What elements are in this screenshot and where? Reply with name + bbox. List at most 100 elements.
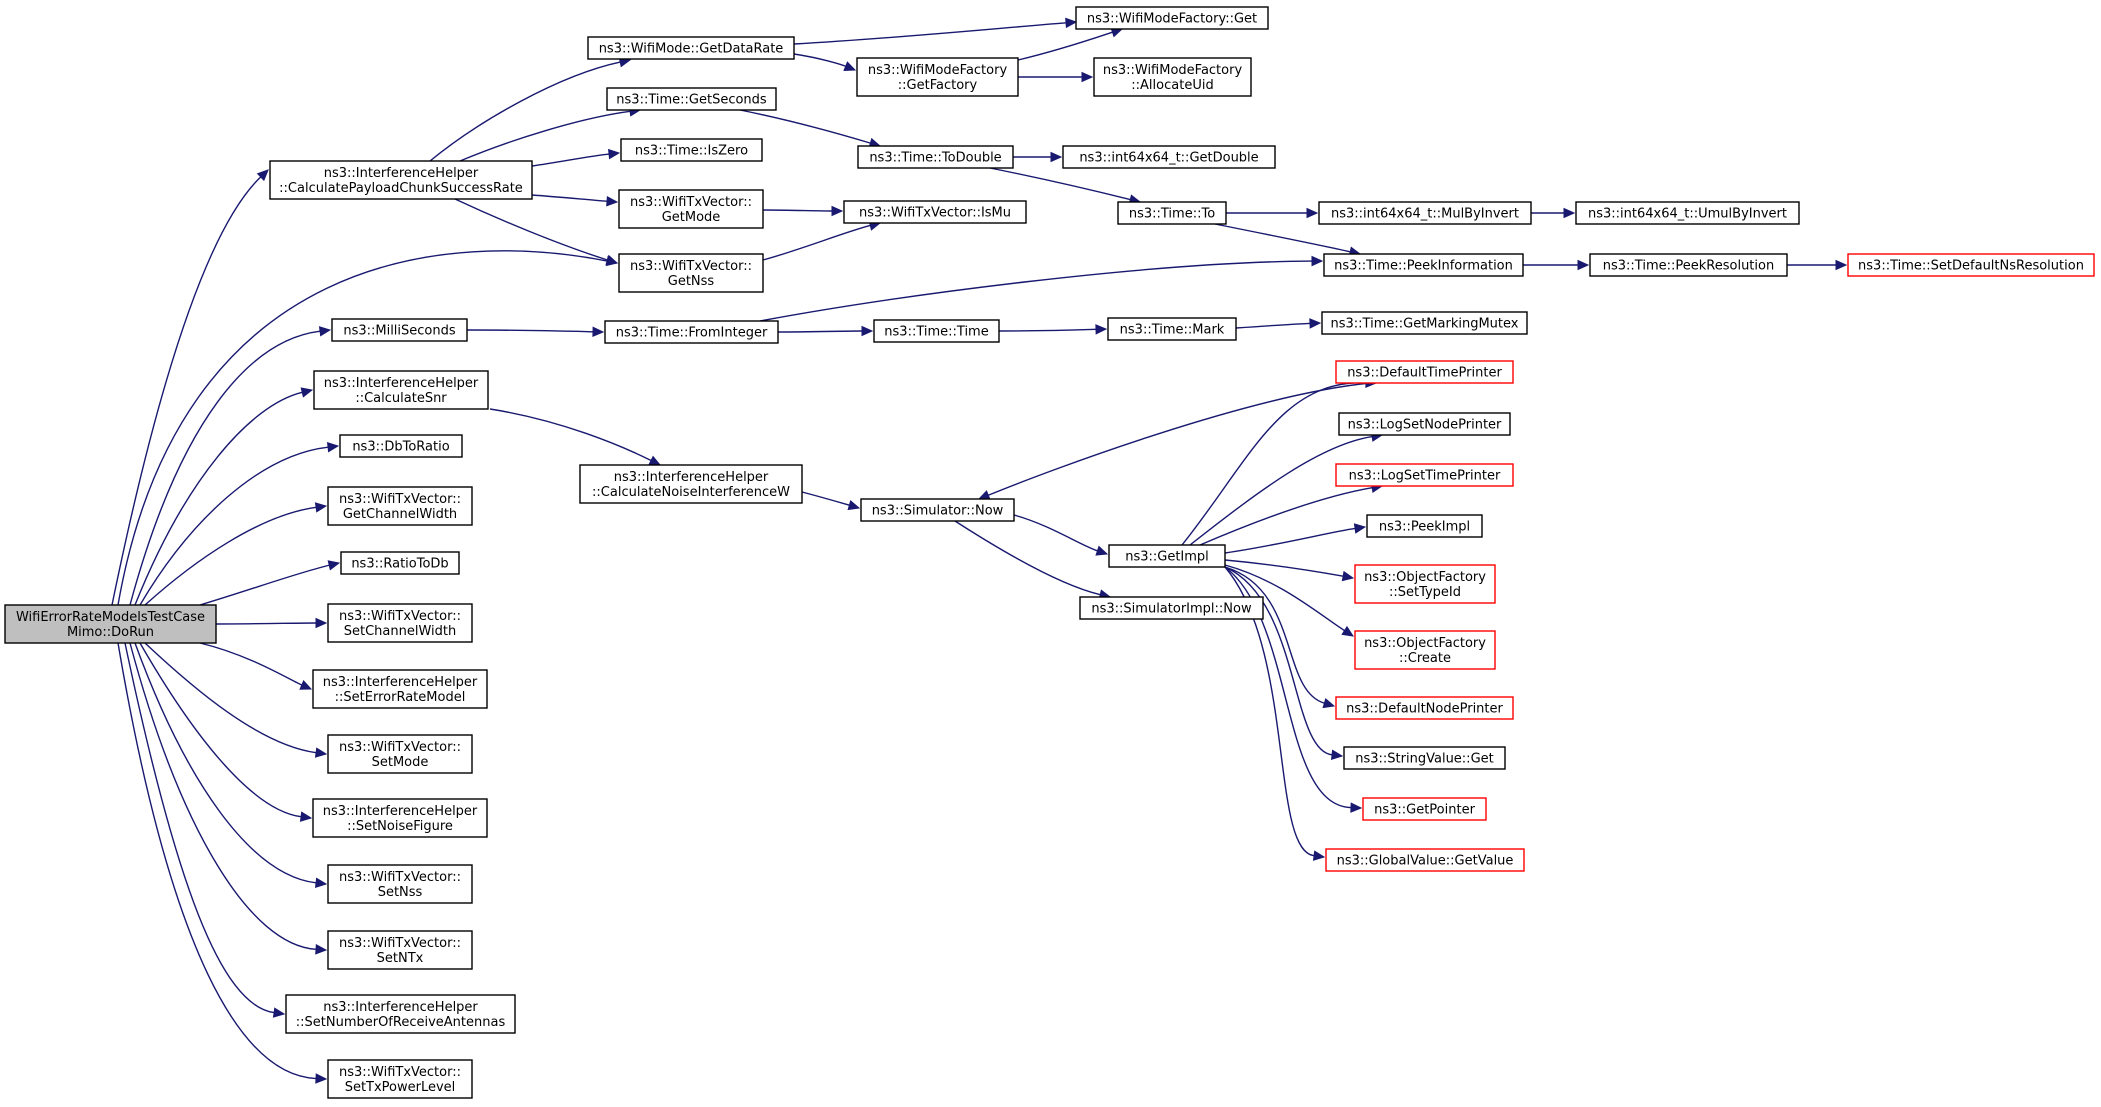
node-label: ns3::Time::IsZero: [635, 144, 748, 159]
node-fromInteger[interactable]: ns3::Time::FromInteger: [604, 320, 779, 344]
node-dbToRatio[interactable]: ns3::DbToRatio: [339, 434, 463, 458]
node-label: ::SetTypeId: [1389, 585, 1461, 600]
edge-calcPayload-to-getDataRate: [429, 61, 621, 162]
node-box: [1325, 848, 1525, 872]
node-setChWidth[interactable]: ns3::WifiTxVector::SetChannelWidth: [327, 603, 473, 643]
node-setMode[interactable]: ns3::WifiTxVector::SetMode: [327, 734, 473, 774]
node-ofCreate[interactable]: ns3::ObjectFactory::Create: [1354, 630, 1496, 670]
node-getDataRate[interactable]: ns3::WifiMode::GetDataRate: [587, 36, 795, 60]
node-box: [327, 1059, 473, 1099]
edge-root-to-setNumAnt: [124, 642, 275, 1014]
edge-root-to-dbToRatio: [139, 446, 329, 606]
node-label: ::AllocateUid: [1131, 78, 1213, 93]
node-box: [327, 734, 473, 774]
node-getPointer[interactable]: ns3::GetPointer: [1362, 797, 1487, 821]
node-label: ns3::Time::To: [1129, 207, 1215, 222]
edge-wmfGetFactory-to-wmfGet: [1017, 31, 1113, 61]
arrowhead-icon: [1312, 850, 1326, 861]
node-calcNoise[interactable]: ns3::InterferenceHelper::CalculateNoiseI…: [579, 464, 803, 504]
node-getMarkMutex[interactable]: ns3::Time::GetMarkingMutex: [1321, 311, 1528, 335]
edge-getNss-to-isMu: [762, 224, 871, 261]
node-box: [1321, 311, 1528, 335]
node-timeTime[interactable]: ns3::Time::Time: [873, 319, 1000, 343]
node-setNoise[interactable]: ns3::InterferenceHelper::SetNoiseFigure: [312, 798, 488, 838]
arrowhead-icon: [1050, 151, 1063, 163]
node-label: ns3::Time::GetMarkingMutex: [1331, 317, 1519, 332]
node-box: [606, 87, 777, 111]
node-simNow[interactable]: ns3::Simulator::Now: [860, 498, 1015, 522]
node-milli[interactable]: ns3::MilliSeconds: [331, 318, 468, 342]
node-label: ns3::StringValue::Get: [1355, 752, 1493, 767]
node-label: ns3::WifiModeFactory: [1103, 63, 1243, 78]
node-setNumAnt[interactable]: ns3::InterferenceHelper::SetNumberOfRece…: [285, 994, 516, 1034]
node-label: ns3::ObjectFactory: [1364, 570, 1486, 585]
node-wmfGet[interactable]: ns3::WifiModeFactory::Get: [1075, 6, 1269, 30]
node-box: [313, 370, 489, 410]
node-box: [1335, 696, 1514, 720]
node-ratioToDb[interactable]: ns3::RatioToDb: [340, 551, 460, 575]
edge-calcPayload-to-getModeV: [531, 194, 608, 202]
node-getDouble[interactable]: ns3::int64x64_t::GetDouble: [1062, 145, 1276, 169]
node-calcSnr[interactable]: ns3::InterferenceHelper::CalculateSnr: [313, 370, 489, 410]
node-defTimePrinter[interactable]: ns3::DefaultTimePrinter: [1335, 360, 1514, 384]
node-calcPayload[interactable]: ns3::InterferenceHelper::CalculatePayloa…: [269, 160, 533, 200]
node-wmfAlloc[interactable]: ns3::WifiModeFactory::AllocateUid: [1093, 57, 1252, 97]
node-box: [312, 798, 488, 838]
node-setDefNs[interactable]: ns3::Time::SetDefaultNsResolution: [1847, 253, 2095, 277]
node-getNss[interactable]: ns3::WifiTxVector::GetNss: [618, 253, 764, 293]
node-setTxPower[interactable]: ns3::WifiTxVector::SetTxPowerLevel: [327, 1059, 473, 1099]
node-simImplNow[interactable]: ns3::SimulatorImpl::Now: [1079, 596, 1264, 620]
node-label: ::CalculateNoiseInterferenceW: [592, 485, 790, 500]
node-peekInfo[interactable]: ns3::Time::PeekInformation: [1323, 253, 1524, 277]
node-gvGetValue[interactable]: ns3::GlobalValue::GetValue: [1325, 848, 1525, 872]
node-timeMark[interactable]: ns3::Time::Mark: [1107, 317, 1237, 341]
node-label: ns3::WifiModeFactory: [868, 63, 1008, 78]
node-toDouble[interactable]: ns3::Time::ToDouble: [857, 145, 1014, 169]
node-ofSetTypeId[interactable]: ns3::ObjectFactory::SetTypeId: [1354, 564, 1496, 604]
node-getImpl[interactable]: ns3::GetImpl: [1108, 544, 1226, 568]
arrowhead-icon: [1311, 255, 1324, 267]
arrowhead-icon: [318, 326, 332, 337]
node-getModeV[interactable]: ns3::WifiTxVector::GetMode: [618, 189, 764, 229]
arrowhead-icon: [315, 617, 328, 629]
node-box: [1117, 201, 1227, 225]
node-umulByInv[interactable]: ns3::int64x64_t::UmulByInvert: [1575, 201, 1800, 225]
node-logSetTime[interactable]: ns3::LogSetTimePrinter: [1335, 463, 1514, 487]
edge-root-to-setNss: [134, 642, 317, 884]
node-box: [618, 253, 764, 293]
node-setNTx[interactable]: ns3::WifiTxVector::SetNTx: [327, 930, 473, 970]
edge-getImpl-to-peekImpl: [1224, 527, 1356, 554]
node-defNodePrinter[interactable]: ns3::DefaultNodePrinter: [1335, 696, 1514, 720]
node-timeTo[interactable]: ns3::Time::To: [1117, 201, 1227, 225]
arrowhead-icon: [1350, 802, 1363, 813]
node-mulByInv[interactable]: ns3::int64x64_t::MulByInvert: [1318, 201, 1532, 225]
node-getChWidth[interactable]: ns3::WifiTxVector::GetChannelWidth: [327, 486, 473, 526]
node-label: ns3::int64x64_t::MulByInvert: [1331, 207, 1519, 222]
node-label: ns3::WifiTxVector::: [630, 195, 752, 210]
arrowhead-icon: [1330, 749, 1344, 761]
arrowhead-icon: [299, 811, 313, 822]
node-setNss[interactable]: ns3::WifiTxVector::SetNss: [327, 864, 473, 904]
node-label: ns3::InterferenceHelper: [323, 804, 478, 819]
node-getSeconds[interactable]: ns3::Time::GetSeconds: [606, 87, 777, 111]
edge-getImpl-to-defTimePrinter: [1181, 381, 1367, 546]
node-box: [1362, 797, 1487, 821]
node-strValGet[interactable]: ns3::StringValue::Get: [1343, 746, 1506, 770]
edge-getDataRate-to-wmfGet: [793, 22, 1067, 45]
edge-layer: [111, 17, 1848, 1084]
arrowhead-icon: [1065, 17, 1078, 29]
edge-getImpl-to-logSetTime: [1199, 487, 1373, 546]
node-peekImpl[interactable]: ns3::PeekImpl: [1366, 514, 1483, 538]
node-isZero[interactable]: ns3::Time::IsZero: [620, 138, 763, 162]
node-isMu[interactable]: ns3::WifiTxVector::IsMu: [843, 200, 1027, 224]
arrowhead-icon: [831, 205, 844, 217]
node-logSetNode[interactable]: ns3::LogSetNodePrinter: [1338, 412, 1511, 436]
node-layer: WifiErrorRateModelsTestCaseMimo::DoRunns…: [4, 6, 2095, 1099]
node-wmfGetFactory[interactable]: ns3::WifiModeFactory::GetFactory: [856, 57, 1019, 97]
node-peekRes[interactable]: ns3::Time::PeekResolution: [1589, 253, 1788, 277]
node-box: [843, 200, 1027, 224]
node-setErm[interactable]: ns3::InterferenceHelper::SetErrorRateMod…: [312, 669, 488, 709]
node-box: [331, 318, 468, 342]
